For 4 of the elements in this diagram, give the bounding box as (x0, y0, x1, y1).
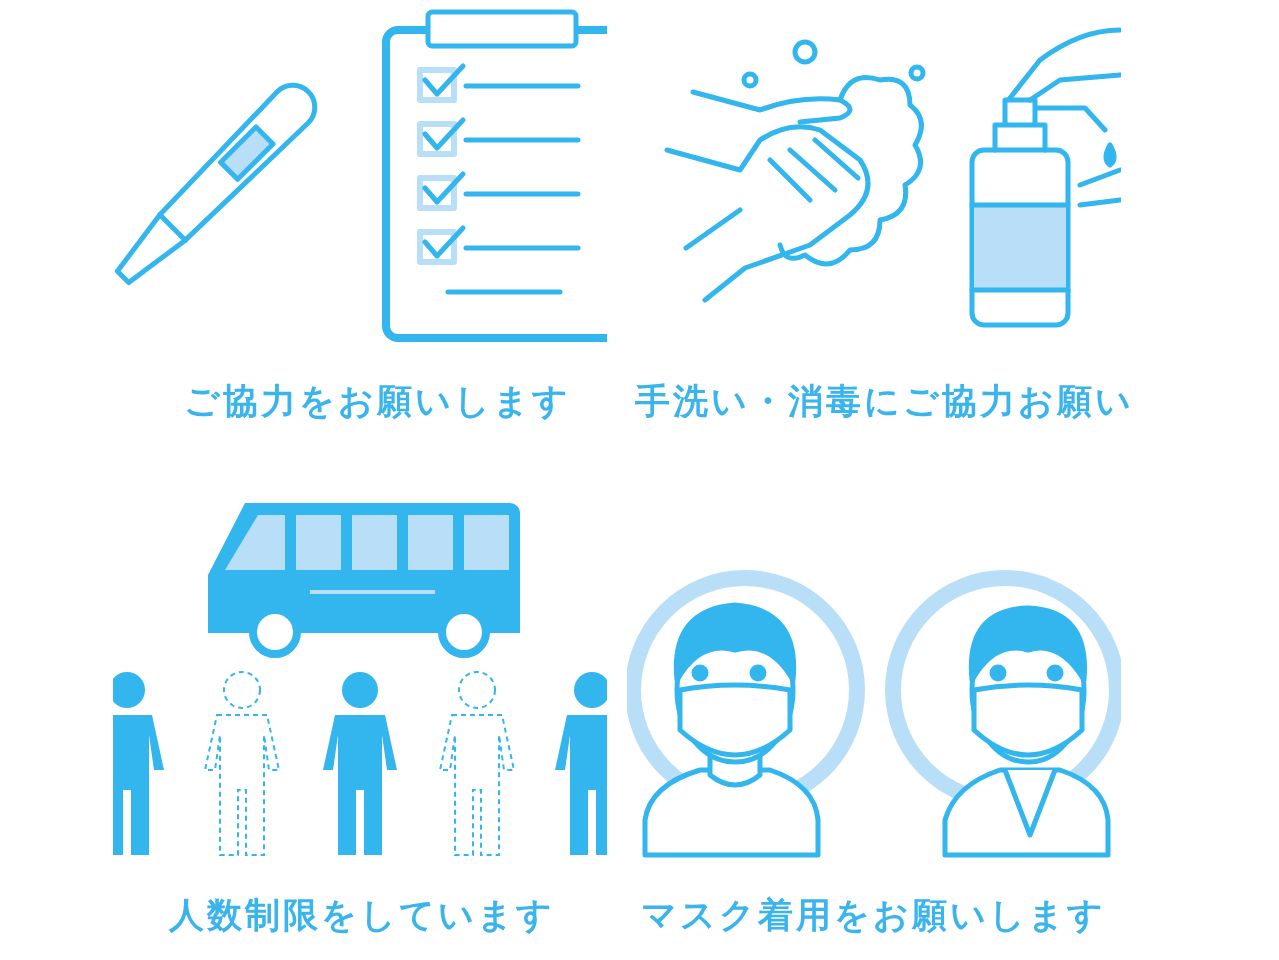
caption: ご協力をお願いします (183, 380, 571, 423)
caption: マスク着用をお願いします (640, 894, 1106, 937)
caption: 人数制限をしています (169, 894, 555, 937)
caption: 手洗い・消毒にご協力お願い (634, 380, 1134, 423)
